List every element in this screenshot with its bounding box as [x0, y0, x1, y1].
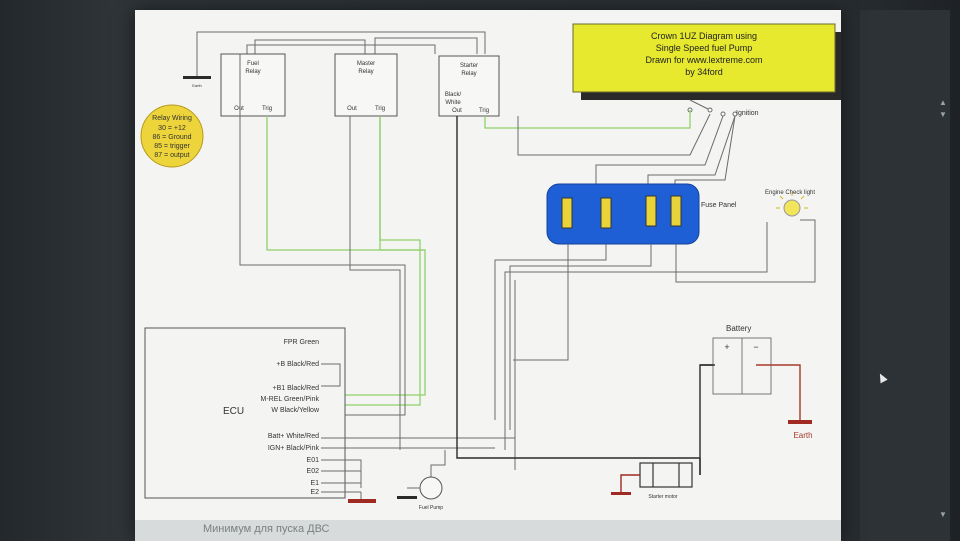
ecu-pin-4: M-REL Green/Pink [261, 396, 320, 403]
relay-wiring-line-2: 86 = Ground [152, 134, 191, 141]
ecu-pin-8: E01 [307, 457, 320, 464]
fuse-1 [561, 197, 573, 229]
ignition-label: Ignition [736, 110, 759, 117]
battery-negative-wire [756, 364, 801, 420]
engine-check-light-label: Engine Check light [765, 190, 815, 196]
fuel-relay-trig: Trig [262, 106, 272, 112]
ecu-pin-5: W Black/Yellow [271, 407, 320, 414]
ecu-pin-6: Batt+ White/Red [268, 433, 319, 440]
master-relay-trig: Trig [375, 106, 385, 112]
scroll-down-icon[interactable]: ▼ [939, 110, 947, 119]
earth-ground-bar [788, 420, 812, 424]
diagram-sheet: Crown 1UZ Diagram using Single Speed fue… [135, 10, 847, 525]
title-box [572, 23, 836, 93]
fuel-relay-name-2: Relay [245, 69, 260, 75]
ecu-pin-2: +B Black/Red [276, 361, 319, 368]
starter-relay-trig: Trig [479, 108, 489, 114]
relay-wiring-note [140, 104, 204, 168]
ecu-pin-9: E02 [307, 468, 320, 475]
fuses [561, 195, 682, 229]
fuse-3 [645, 195, 657, 227]
check-light-rays [776, 192, 808, 209]
ecu-label: ECU [223, 406, 244, 417]
ecu-pin-labels: FPR Green +B Black/Red +B1 Black/Red M-R… [261, 339, 320, 496]
green-wires [235, 110, 691, 406]
fuse-2 [600, 197, 612, 229]
earth-small-label: Earth [192, 83, 202, 88]
ecu-pin-wires [321, 363, 515, 493]
scroll-up-icon[interactable]: ▲ [939, 98, 947, 107]
starter-relay-name-2: Relay [461, 71, 476, 77]
fuel-pump-label: Fuel Pump [419, 505, 443, 511]
title-line-4: by 34ford [685, 67, 723, 77]
fuel-relay: Fuel Relay Out Trig [220, 53, 286, 117]
relay-wiring-heading: Relay Wiring [152, 115, 192, 122]
master-relay-out: Out [347, 106, 357, 112]
title-line-1: Crown 1UZ Diagram using [651, 31, 757, 41]
fuse-panel [546, 183, 700, 245]
battery-label: Battery [726, 324, 751, 333]
ecu-pin-3: +B1 Black/Red [273, 385, 320, 392]
ecu-pin-11: E2 [310, 489, 319, 496]
fuel-relay-name-1: Fuel [247, 61, 259, 67]
top-feed-wires [196, 31, 486, 76]
fuel-relay-out: Out [234, 106, 244, 112]
bottom-caption: Минимум для пуска ДВС [203, 523, 330, 535]
fuse-4 [670, 195, 682, 227]
starter-relay-name-1: Starter [460, 63, 478, 69]
check-light-bulb-icon [783, 199, 801, 217]
screen: Crown 1UZ Diagram using Single Speed fue… [135, 10, 847, 541]
relay-wiring-line-4: 87 = output [154, 152, 189, 159]
ecu-pin-10: E1 [310, 480, 319, 487]
relay-wiring-line-3: 85 = trigger [154, 143, 190, 150]
battery-plus-icon: + [724, 342, 729, 352]
starter-motor-label: Starter motor [648, 494, 678, 500]
starter-relay: Starter Relay Black/ White Out Trig [438, 55, 500, 117]
wiring-diagram: Crown 1UZ Diagram using Single Speed fue… [140, 23, 847, 511]
ecu-ground-bar [348, 499, 376, 503]
battery: + − [712, 337, 772, 395]
fuse-panel-label: Fuse Panel [701, 202, 737, 209]
battery-minus-icon: − [753, 342, 758, 352]
scroll-bottom-icon[interactable]: ▼ [939, 510, 947, 519]
relay-wiring-line-1: 30 = +12 [158, 125, 186, 132]
ignition-switch [687, 99, 738, 117]
starter-motor: Starter motor [611, 462, 693, 500]
master-relay: Master Relay Out Trig [334, 53, 398, 117]
master-relay-name-1: Master [357, 61, 375, 67]
master-relay-name-2: Relay [358, 69, 373, 75]
side-panel [860, 10, 950, 541]
starter-relay-extra-1: Black/ [445, 92, 462, 98]
starter-relay-out: Out [452, 108, 462, 114]
top-ground-bar [183, 76, 211, 79]
fuse-feed-wires [517, 113, 736, 190]
starter-relay-extra-2: White [445, 100, 461, 106]
ecu-pin-7: IGN+ Black/Pink [268, 445, 320, 452]
fuel-pump: Fuel Pump [397, 450, 446, 511]
title-line-3: Drawn for www.lextreme.com [645, 55, 762, 65]
black-main-wires [456, 116, 715, 475]
title-line-2: Single Speed fuel Pump [656, 43, 753, 53]
ecu-box [144, 327, 346, 499]
taskbar [135, 520, 841, 541]
ecu-pin-1: FPR Green [284, 339, 320, 346]
earth-label: Earth [793, 431, 812, 440]
